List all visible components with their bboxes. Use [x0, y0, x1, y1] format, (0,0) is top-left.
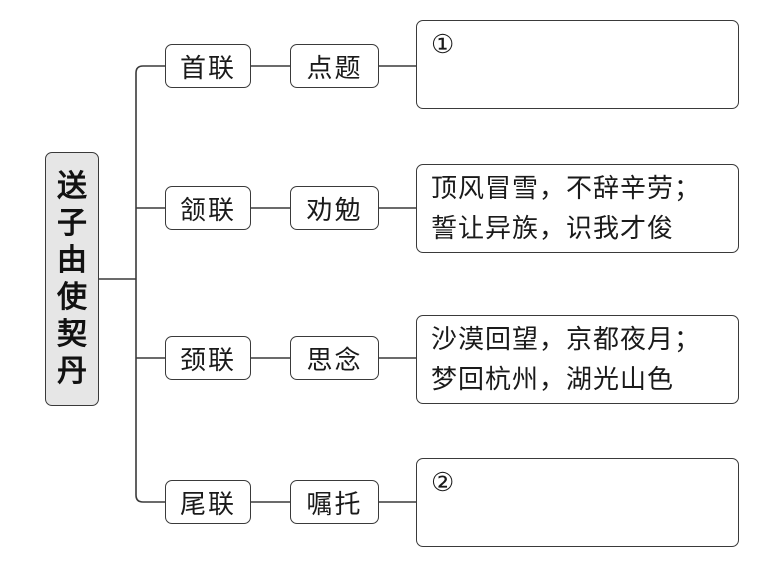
content-node-4: ② [416, 458, 739, 547]
blank-marker-2: ② [431, 468, 456, 498]
content-node-3: 沙漠回望，京都夜月； 梦回杭州，湖光山色 [416, 315, 739, 404]
root-node: 送 子 由 使 契 丹 [45, 152, 99, 406]
part-node-1: 首联 [165, 44, 251, 88]
blank-marker-1: ① [431, 30, 456, 60]
content-node-2: 顶风冒雪，不辞辛劳； 誓让异族，识我才俊 [416, 164, 739, 253]
root-char: 送 [57, 169, 87, 204]
part-node-4: 尾联 [165, 480, 251, 524]
theme-node-1: 点题 [290, 44, 379, 88]
trunk-line [135, 65, 165, 503]
content-line: 沙漠回望，京都夜月； [431, 324, 702, 355]
theme-node-2: 劝勉 [290, 186, 379, 230]
part-node-3: 颈联 [165, 336, 251, 380]
root-char: 丹 [57, 354, 87, 389]
content-node-1: ① [416, 20, 739, 109]
content-line: 梦回杭州，湖光山色 [431, 364, 675, 395]
root-char: 契 [57, 317, 87, 352]
content-line: 誓让异族，识我才俊 [431, 213, 675, 244]
content-line: 顶风冒雪，不辞辛劳； [431, 173, 702, 204]
theme-node-4: 嘱托 [290, 480, 379, 524]
root-char: 使 [57, 280, 87, 315]
root-char: 由 [57, 243, 87, 278]
part-node-2: 颔联 [165, 186, 251, 230]
theme-node-3: 思念 [290, 336, 379, 380]
root-char: 子 [57, 206, 87, 241]
